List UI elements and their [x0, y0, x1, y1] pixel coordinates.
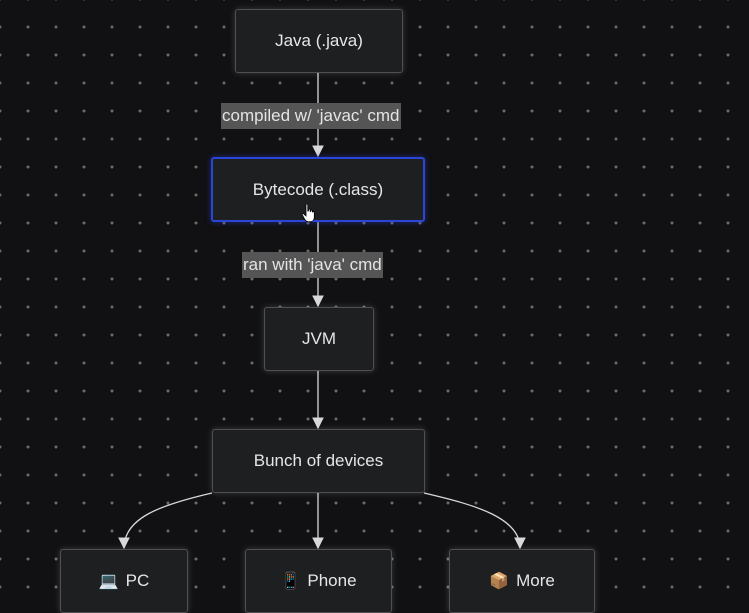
node-jvm[interactable]: JVM [264, 307, 374, 371]
node-java[interactable]: Java (.java) [235, 9, 403, 73]
node-java-label: Java (.java) [275, 31, 363, 50]
node-phone[interactable]: 📱 Phone [245, 549, 392, 613]
edge-devices-pc[interactable] [118, 492, 213, 550]
edge-devices-more[interactable] [423, 492, 526, 550]
node-more[interactable]: 📦 More [449, 549, 595, 613]
node-phone-label: Phone [307, 571, 357, 590]
node-more-label: More [516, 571, 555, 590]
node-jvm-label: JVM [302, 329, 336, 348]
edge-label-run: ran with 'java' cmd [242, 252, 383, 278]
node-bytecode-label: Bytecode (.class) [252, 179, 384, 199]
hand-cursor-icon [301, 203, 315, 223]
node-bytecode[interactable]: Bytecode (.class) [211, 157, 425, 222]
node-pc-label: PC [125, 571, 150, 590]
package-box-icon: 📦 [489, 573, 510, 590]
mobile-phone-icon: 📱 [280, 573, 301, 590]
node-devices[interactable]: Bunch of devices [212, 429, 425, 493]
node-pc[interactable]: 💻 PC [60, 549, 188, 613]
edge-label-compile: compiled w/ 'javac' cmd [221, 103, 401, 129]
laptop-icon: 💻 [98, 573, 119, 590]
edges-layer [118, 73, 526, 550]
node-devices-label: Bunch of devices [253, 451, 384, 470]
